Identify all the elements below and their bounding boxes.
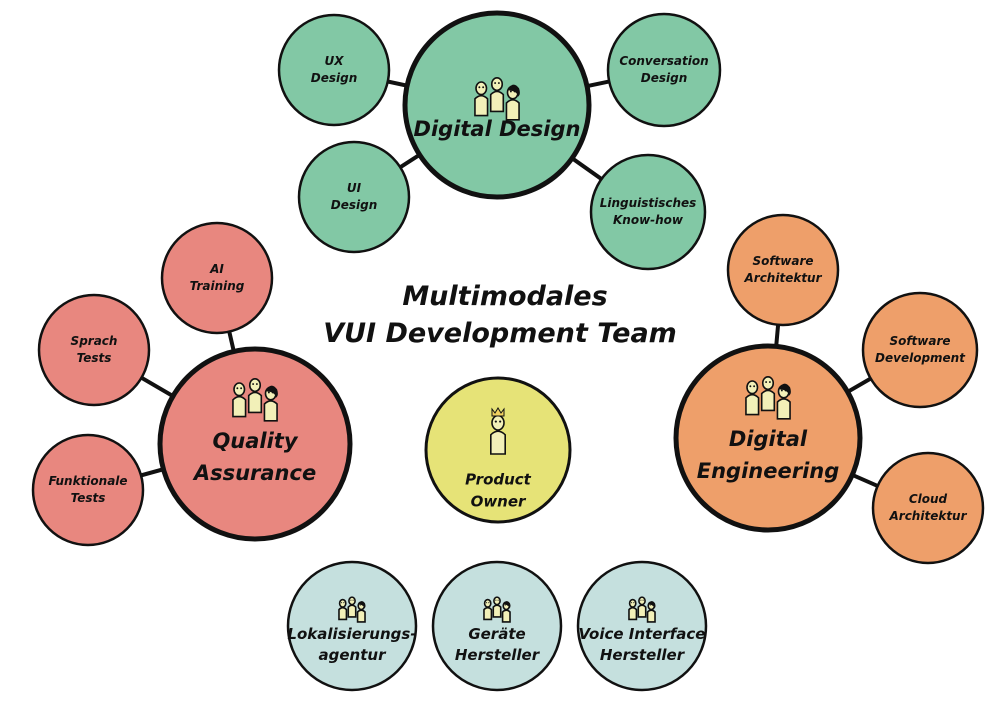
engineering-skill-label-line-1: Software [752,254,813,268]
person-figure [347,596,357,618]
digital-design-hub: Digital Design [402,10,592,200]
product-owner-label-line-2: Owner [471,493,527,511]
engineering-skill-label-line-2: Architektur [888,509,967,523]
quality-skill-label-line-2: Tests [71,491,106,505]
people-group-icon [232,378,278,422]
person-figure [628,598,638,621]
design-skill-1: UX Design [277,13,391,127]
quality-hub-label-line-2: Assurance [192,461,316,485]
external-partner-circle [431,560,563,692]
person-figure [776,383,791,420]
design-skill-circle [589,153,707,271]
design-skill-label-line-1: Linguistisches [600,196,697,210]
quality-skill-circle [37,293,151,407]
external-partner-1: Lokalisierungs-agentur [286,560,418,692]
engineering-hub-label-line-2: Engineering [697,459,840,483]
design-skill-circle [277,13,391,127]
person-figure [489,76,505,113]
people-group-icon [474,76,520,121]
external-partner-label-line-2: Hersteller [455,646,541,664]
design-skill-circle [297,140,411,254]
person-figure [356,601,366,623]
person-figure [338,598,348,621]
quality-hub-label-line-1: Quality [212,429,298,453]
design-skill-circle [606,12,722,128]
diagram-title: Multimodales VUI Development Team [323,281,677,349]
people-group-icon [338,596,366,623]
design-skill-label-line-2: Design [641,71,688,85]
design-skill-label-line-1: UI [347,181,362,195]
engineering-skill-label-line-2: Architektur [743,271,822,285]
title-line-2: VUI Development Team [323,318,677,349]
person-figure [745,380,760,416]
person-figure [637,596,647,618]
quality-hub-circle [157,346,353,542]
engineering-skill-circle [861,291,979,409]
person-figure [501,601,511,623]
design-skill-3: UI Design [297,140,411,254]
engineering-hub-label-line-1: Digital [729,427,808,451]
people-group-icon [745,376,791,420]
external-partner-label-line-2: agentur [319,646,388,664]
quality-skill-label-line-1: AI [209,262,224,276]
quality-skill-label-line-2: Training [190,279,245,293]
design-hub-label-line-1: Digital Design [414,117,581,141]
quality-skill-label-line-1: Funktionale [48,474,127,488]
design-skill-label-line-2: Design [311,71,358,85]
crowned-person-icon [490,407,506,455]
person-figure [474,81,489,117]
person-figure [646,601,656,623]
design-skill-label-line-1: UX [325,54,345,68]
quality-skill-label-line-1: Sprach [71,334,118,348]
external-partner-circle [286,560,418,692]
engineering-skill-circle [726,213,840,327]
person-figure [483,598,493,621]
person-figure [505,84,520,121]
person-figure [247,378,263,414]
design-skill-label-line-2: Design [331,198,378,212]
engineering-skill-label-line-1: Cloud [909,492,948,506]
external-partner-circle [576,560,708,692]
quality-skill-label-line-2: Tests [77,351,112,365]
external-partner-label-line-2: Hersteller [600,646,686,664]
engineering-hub-circle [673,343,863,533]
external-partner-label-line-1: Voice Interface [579,625,706,643]
engineering-skill-circle [871,451,985,565]
quality-skill-circle [160,221,274,335]
person-figure [760,376,776,412]
quality-skill-1: AI Training [160,221,274,335]
people-group-icon [483,596,511,623]
person-figure [263,385,278,422]
external-partner-label-line-1: Geräte [468,625,525,643]
title-line-1: Multimodales [402,281,607,312]
engineering-skill-label-line-1: Software [889,334,950,348]
people-group-icon [628,596,656,623]
external-partner-label-line-1: Lokalisierungs- [287,625,416,643]
engineering-skill-label-line-2: Development [875,351,966,365]
product-owner-label-line-1: Product [465,471,532,489]
person-figure [232,382,247,418]
quality-skill-circle [31,433,145,547]
design-skill-label-line-1: Conversation [619,54,708,68]
person-figure [490,414,506,455]
design-skill-label-line-2: Know-how [613,213,684,227]
person-figure [492,596,502,618]
